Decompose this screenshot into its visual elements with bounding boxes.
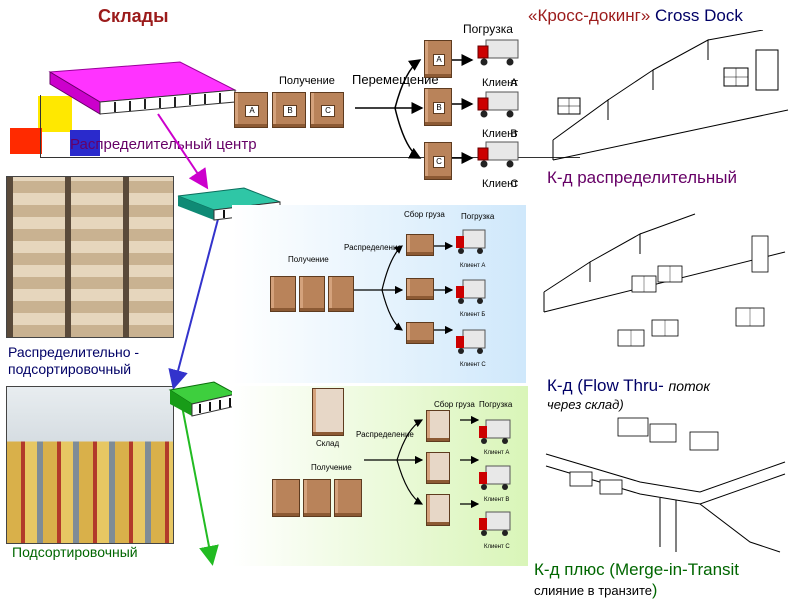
mid-box-b	[406, 278, 434, 300]
top-client-b: КлиентB	[482, 128, 519, 140]
merge-transit-sketch-illustration	[545, 417, 786, 553]
dc-label: Распределительный центр	[70, 136, 257, 153]
top-client-a: КлиентA	[482, 77, 519, 89]
crossdock-sketch-illustration	[552, 30, 789, 161]
blue-square	[70, 130, 100, 156]
truck-icon	[479, 511, 511, 536]
mid-pallet-3	[328, 276, 354, 312]
dc-building-illustration	[48, 61, 237, 115]
top-pallet-c: C	[310, 92, 344, 128]
sorting-hall-photo	[6, 386, 174, 544]
truck-icon	[477, 39, 519, 66]
kd-flow-text: К-д (Flow Thru-	[547, 376, 664, 395]
bot-receipt-label: Получение	[311, 463, 352, 472]
kd-flow-label-1: К-д (Flow Thru- поток	[547, 376, 710, 396]
flow-thru-sketch-illustration	[543, 213, 786, 347]
truck-icon	[456, 329, 486, 354]
bot-pallet-1	[272, 479, 300, 517]
green-building-illustration	[168, 381, 238, 417]
bot-box-a	[426, 410, 450, 442]
green-arrow	[181, 405, 219, 566]
mid-receipt-label: Получение	[288, 255, 329, 264]
top-pallet-a: A	[234, 92, 268, 128]
bot-flow-arrows	[364, 415, 480, 509]
top-client-c: КлиентC	[482, 178, 519, 190]
truck-icon	[479, 419, 511, 444]
bot-distribution-label: Распределение	[356, 430, 414, 439]
bot-box-b	[426, 452, 450, 484]
kd-plus-paren: )	[652, 582, 658, 599]
dc-sort-label-2: подсортировочный	[8, 361, 132, 377]
page-title: Склады	[98, 6, 169, 26]
mid-loading-label: Погрузка	[461, 212, 495, 221]
mid-flow-arrows	[354, 241, 454, 335]
bot-pallet-2	[303, 479, 331, 517]
kd-plus-label-1: К-д плюс (Merge-in-Transit	[534, 560, 740, 579]
red-square	[10, 128, 42, 154]
mid-client-a: Клиент A	[460, 263, 486, 269]
mid-client-b: Клиент Б	[460, 312, 486, 318]
top-flow-arrows	[355, 54, 474, 164]
mid-pallet-1	[270, 276, 296, 312]
truck-icon	[456, 229, 486, 254]
yellow-square	[38, 96, 72, 132]
top-loading-label: Погрузка	[463, 22, 513, 36]
top-receipt-label: Получение	[279, 75, 335, 87]
blue-arrow	[168, 203, 223, 390]
top-stack-b: B	[424, 88, 452, 126]
kd-plus-text: слияние в транзите	[534, 583, 653, 598]
crossdock-title-ru: «Кросс-докинг»	[528, 6, 651, 25]
top-movement-label: Перемещение	[352, 72, 439, 87]
mid-box-c	[406, 322, 434, 344]
kd-flow-italic: поток	[668, 378, 710, 394]
bot-client-c: Клиент С	[484, 544, 510, 550]
crossdock-title-en: Cross Dock	[655, 6, 743, 25]
mid-distribution-label: Распределение	[344, 243, 402, 252]
truck-icon	[477, 91, 519, 118]
kd-distrib-label: К-д распределительный	[547, 168, 737, 187]
top-stack-a: A	[424, 40, 452, 78]
mid-pallet-2	[299, 276, 325, 312]
decor-line-horizontal	[40, 157, 580, 158]
bot-client-a: Клиент A	[484, 450, 510, 456]
sort-label: Подсортировочный	[12, 544, 138, 560]
warehouse-rack-photo	[6, 176, 174, 338]
kd-flow-label-3: через склад)	[547, 397, 624, 412]
decor-line-vertical	[40, 95, 41, 158]
top-stack-c: C	[424, 142, 452, 180]
kd-plus-label-2: слияние в транзите)	[534, 582, 657, 600]
magenta-arrow	[157, 113, 209, 190]
bot-warehouse-stack	[312, 388, 344, 436]
truck-icon	[479, 465, 511, 490]
mid-box-a	[406, 234, 434, 256]
dc-sort-label-1: Распределительно -	[8, 344, 140, 360]
bot-warehouse-label: Склад	[316, 439, 340, 448]
mid-assembly-label: Сбор груза	[404, 210, 445, 219]
top-pallet-b: B	[272, 92, 306, 128]
truck-icon	[456, 279, 486, 304]
mid-client-c: Клиент С	[460, 362, 486, 368]
bot-loading-label: Погрузка	[479, 400, 513, 409]
bot-client-b: Клиент В	[484, 497, 510, 503]
bot-box-c	[426, 494, 450, 526]
crossdock-title: «Кросс-докинг» Cross Dock	[528, 6, 743, 26]
truck-icon	[477, 141, 519, 168]
bot-assembly-label: Сбор груза	[434, 400, 475, 409]
bot-pallet-3	[334, 479, 362, 517]
